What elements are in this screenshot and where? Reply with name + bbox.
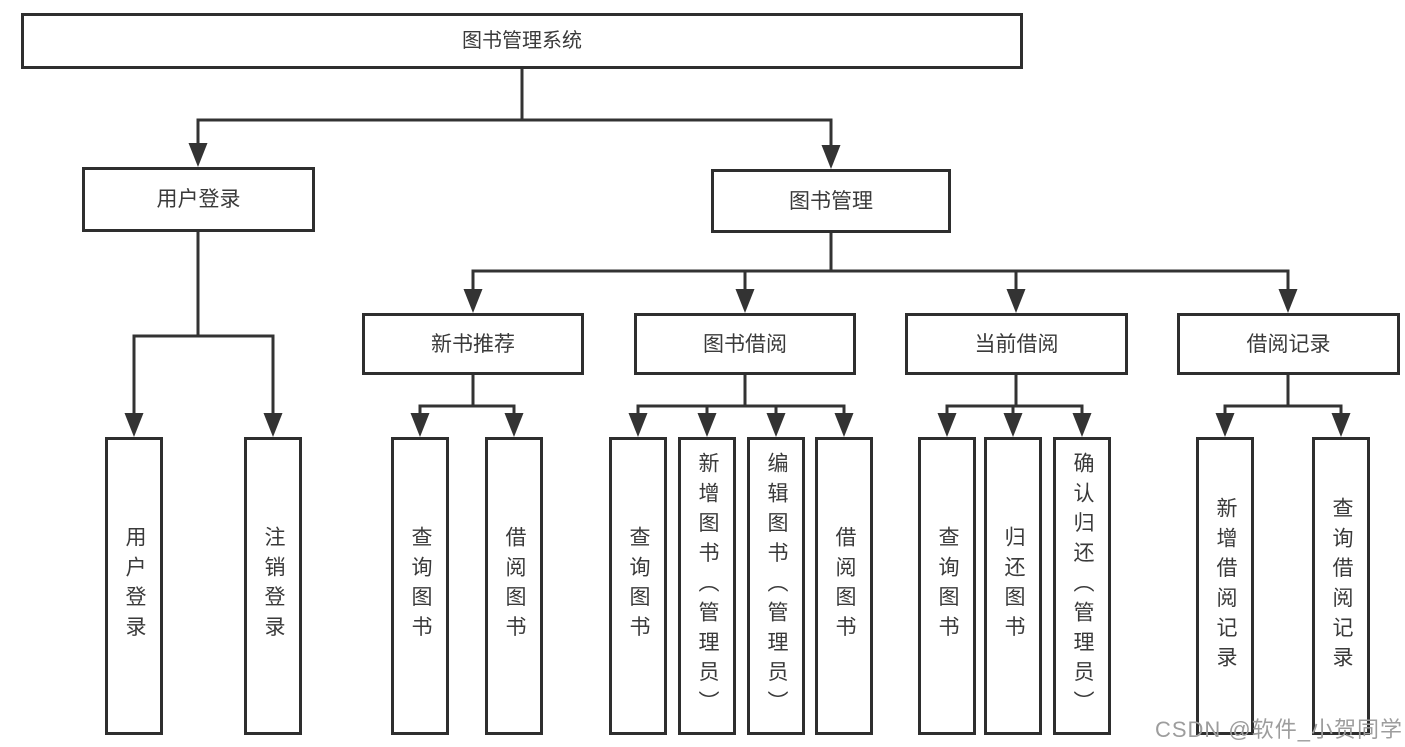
- node-book-borrowing: 图书借阅: [634, 313, 856, 375]
- node-current-borrowing: 当前借阅: [905, 313, 1128, 375]
- leaf-user-login: 用户登录: [105, 437, 163, 735]
- node-book-management: 图书管理: [711, 169, 951, 233]
- node-new-book-recommend: 新书推荐: [362, 313, 584, 375]
- leaf-borrow-query-books: 查询图书: [609, 437, 667, 735]
- leaf-current-confirm-return-admin: 确认归还（管理员）: [1053, 437, 1111, 735]
- leaf-newbook-borrow-books: 借阅图书: [485, 437, 543, 735]
- leaf-borrow-add-books-admin: 新增图书（管理员）: [678, 437, 736, 735]
- leaf-current-query-books: 查询图书: [918, 437, 976, 735]
- leaf-borrow-borrow-books: 借阅图书: [815, 437, 873, 735]
- node-borrowing-records: 借阅记录: [1177, 313, 1400, 375]
- leaf-current-return-books: 归还图书: [984, 437, 1042, 735]
- leaf-records-add-record: 新增借阅记录: [1196, 437, 1254, 735]
- leaf-newbook-query-books: 查询图书: [391, 437, 449, 735]
- csdn-watermark: CSDN @软件_小贺同学: [1154, 717, 1403, 742]
- leaf-logout: 注销登录: [244, 437, 302, 735]
- node-library-management-system: 图书管理系统: [21, 13, 1023, 69]
- leaf-borrow-edit-books-admin: 编辑图书（管理员）: [747, 437, 805, 735]
- leaf-records-query-record: 查询借阅记录: [1312, 437, 1370, 735]
- node-user-login: 用户登录: [82, 167, 315, 232]
